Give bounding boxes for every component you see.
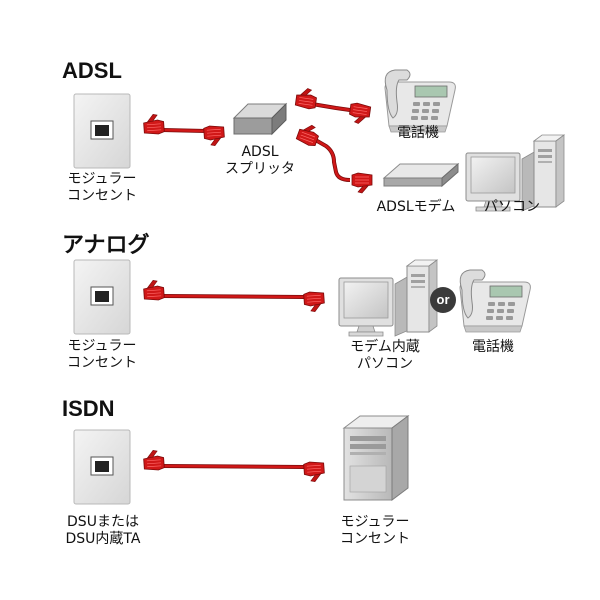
analog-outlet-label: モジュラー コンセント <box>67 338 137 371</box>
analog-cable <box>142 279 326 313</box>
adsl-telephone <box>384 69 456 133</box>
adsl-phone-cable <box>294 86 372 126</box>
adsl-wall-outlet <box>73 93 131 169</box>
adsl-splitter-label: ADSL スプリッタ <box>225 144 295 177</box>
isdn-cable <box>142 449 326 483</box>
analog-wall-outlet <box>73 259 131 335</box>
analog-pc-label: モデム内蔵 パソコン <box>350 339 420 372</box>
adsl-phone-label: 電話機 <box>397 125 439 141</box>
adsl-outlet-cable <box>142 113 226 147</box>
isdn-tower-label: モジュラー コンセント <box>340 514 410 547</box>
isdn-dsu-label: DSUまたは DSU内蔵TA <box>65 514 141 547</box>
analog-modem-pc <box>338 259 438 337</box>
adsl-pc-label: パソコン <box>484 199 540 215</box>
analog-telephone <box>459 269 531 333</box>
adsl-heading: ADSL <box>62 58 122 83</box>
analog-heading: アナログ <box>62 232 150 257</box>
isdn-dsu <box>73 429 131 505</box>
adsl-modem <box>382 162 460 188</box>
analog-phone-label: 電話機 <box>472 339 514 355</box>
adsl-modem-cable <box>295 121 373 194</box>
isdn-heading: ISDN <box>62 396 115 421</box>
isdn-tower-device <box>342 415 410 501</box>
adsl-splitter <box>232 102 288 136</box>
adsl-modem-label: ADSLモデム <box>376 199 456 215</box>
adsl-outlet-label: モジュラー コンセント <box>67 171 137 204</box>
or-badge: or <box>430 287 456 313</box>
